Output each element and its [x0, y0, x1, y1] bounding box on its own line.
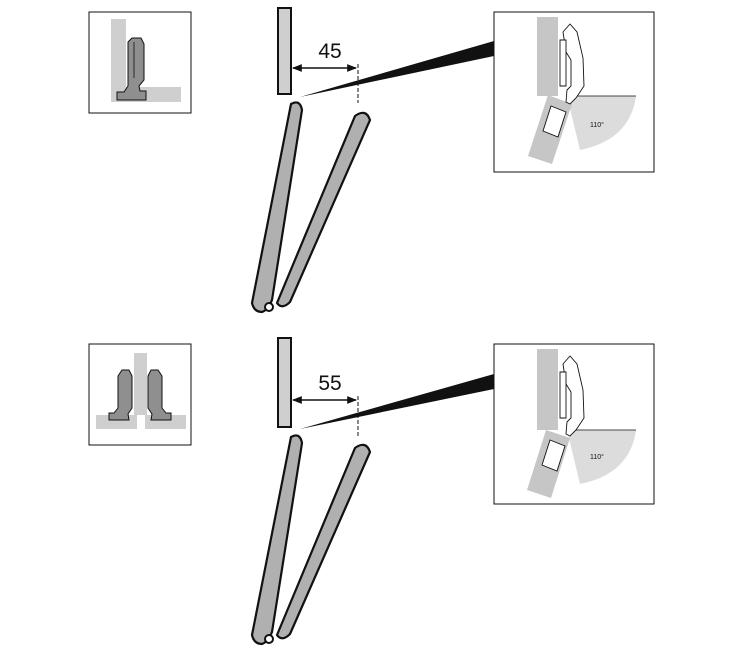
dimension-marker: 45 — [292, 40, 359, 103]
angle-label: 110° — [590, 121, 604, 129]
dimension-label: 45 — [318, 40, 341, 63]
door-inner — [250, 101, 304, 314]
detail-view: 110° — [493, 11, 655, 173]
angle-label: 110° — [590, 453, 604, 461]
door-inner — [250, 434, 304, 646]
dimension-marker: 55 — [292, 372, 359, 436]
cabinet-side-panel — [277, 337, 292, 428]
detail-view: 110° — [493, 343, 655, 505]
dimension-label: 55 — [318, 372, 341, 395]
single-hinge-icon — [88, 11, 192, 114]
zoom-wedge — [300, 374, 494, 429]
figure-top: 45 110° — [88, 7, 655, 314]
double-hinge-icon — [88, 343, 192, 446]
figure-bottom: 55 110° — [88, 337, 655, 646]
zoom-wedge — [300, 41, 494, 97]
door-outer — [275, 111, 372, 308]
door-outer — [275, 443, 372, 640]
cabinet-side-panel — [277, 7, 292, 95]
